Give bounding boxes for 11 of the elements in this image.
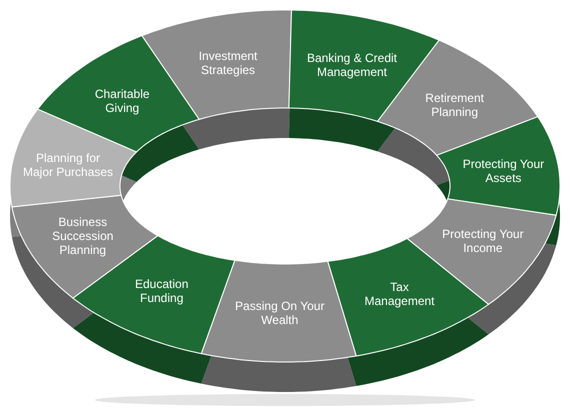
segment-label: Charitable Giving — [94, 86, 151, 115]
segment-label: Passing On Your Wealth — [234, 298, 326, 327]
segment-label: Protecting Your Assets — [462, 156, 546, 185]
segment-label: Planning for Major Purchases — [22, 150, 114, 179]
segment-label: Education Funding — [134, 277, 190, 306]
segment-label: Banking & Credit Management — [306, 51, 398, 80]
segment-label: Investment Strategies — [198, 49, 258, 78]
segment-label: Retirement Planning — [424, 91, 485, 120]
segment-label: Protecting Your Income — [441, 227, 525, 256]
segment-label: Business Succession Planning — [51, 214, 114, 257]
segment-label: Tax Management — [363, 280, 436, 308]
